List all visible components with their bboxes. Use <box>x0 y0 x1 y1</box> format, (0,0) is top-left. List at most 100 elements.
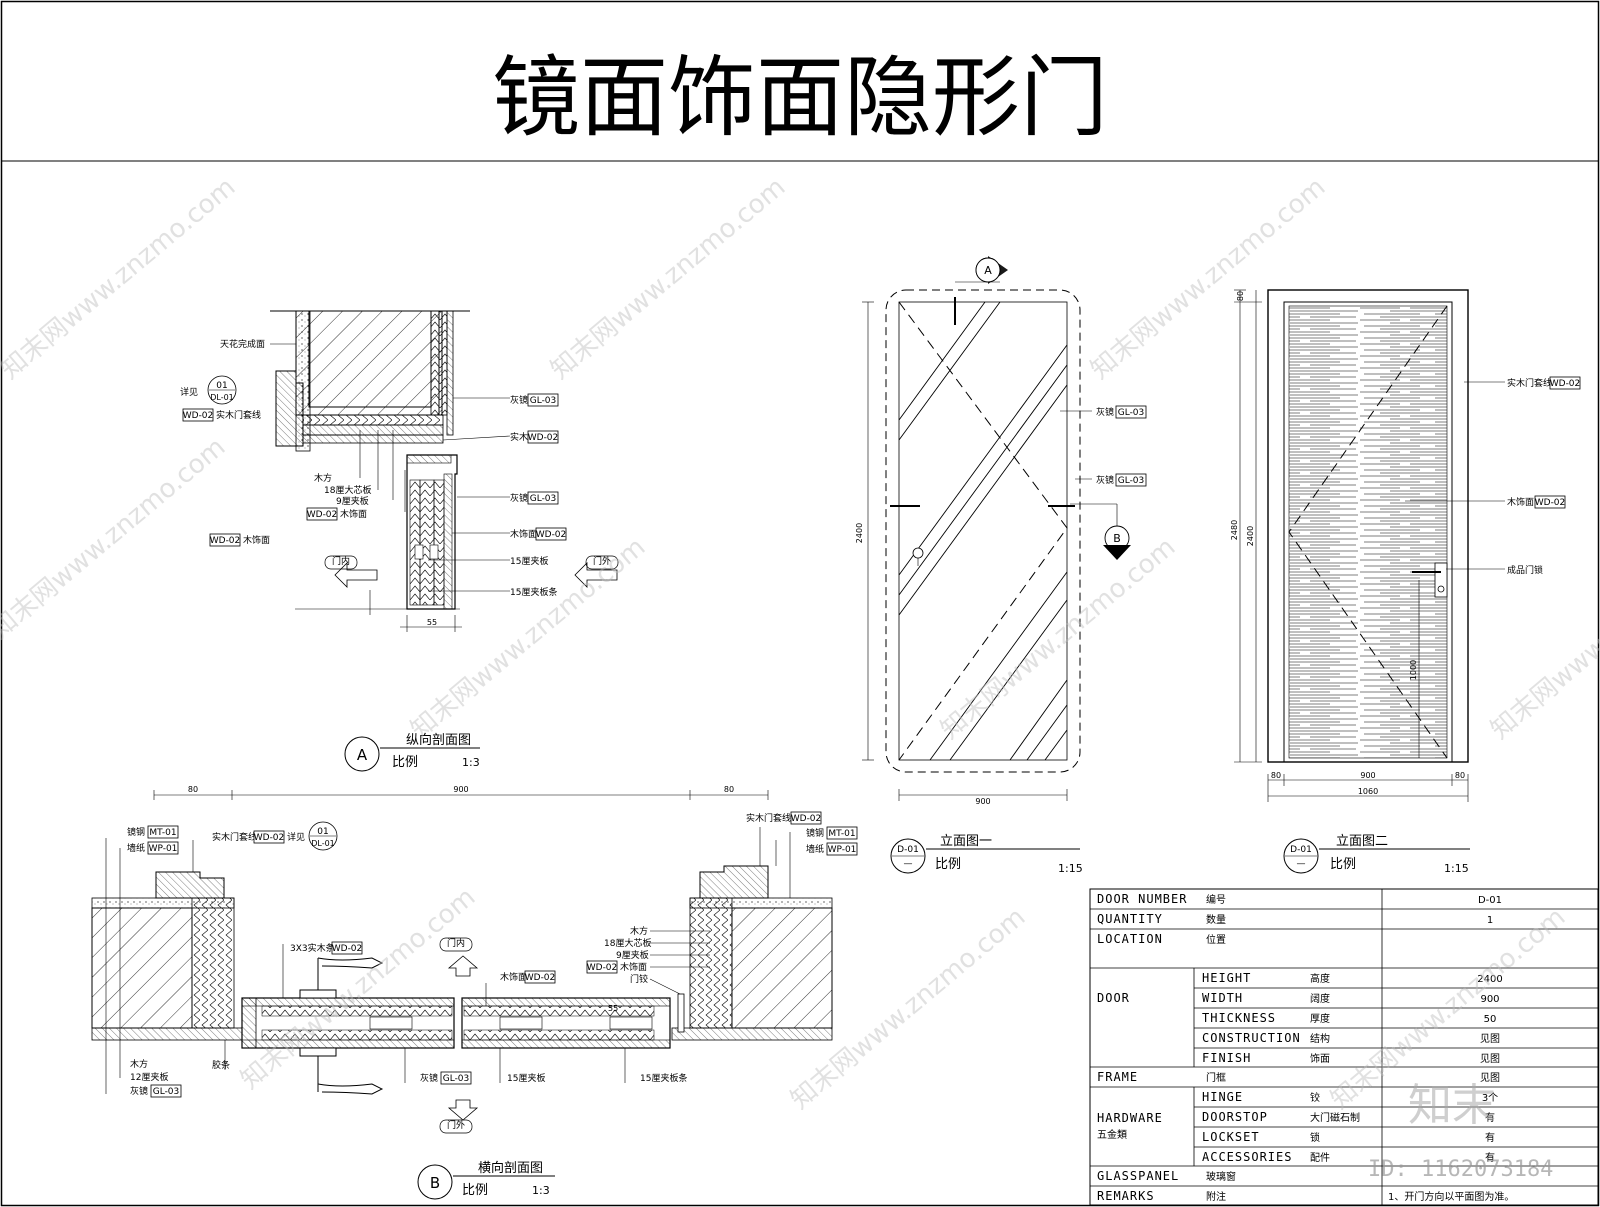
section-b-scale-label: 比例 <box>462 1183 488 1198</box>
sched-row-cn: 高度 <box>1310 972 1330 985</box>
b-detail-bottom: DL-01 <box>311 839 335 848</box>
sched-hw-cn: 配件 <box>1310 1152 1330 1164</box>
watermark-text: 知末网www.znzmo.com <box>935 532 1181 745</box>
label-b-hinge: 门铰 <box>630 973 648 985</box>
sched-row-val: 见图 <box>1480 1053 1500 1065</box>
label-solid-wood: 实木 <box>510 431 528 443</box>
section-a-drawing <box>270 310 618 632</box>
elevation-1-labels: A B 2400 900 灰镜 GL-03 灰镜 GL-03 <box>855 264 1147 806</box>
label-b-batten3-code: WD-02 <box>332 944 363 954</box>
elev1-mirror-code-2: GL-03 <box>1118 476 1145 486</box>
sched-hw-en: HINGE <box>1202 1090 1243 1104</box>
elev1-section-a: A <box>984 264 992 277</box>
elev2-scale: 1:15 <box>1444 862 1469 875</box>
elev2-dim-total-width: 1060 <box>1358 787 1378 796</box>
sched-hardware-rows: HINGE 铰 3个 DOORSTOP 大门磁石制 有 LOCKSET 锁 有 … <box>1202 1090 1498 1164</box>
label-b-glue: 胶条 <box>212 1059 230 1071</box>
elev1-code-bottom: — <box>904 859 913 869</box>
label-b-r-frame-code: WD-02 <box>791 814 822 824</box>
section-b-letter: B <box>430 1174 440 1192</box>
section-a-scale-label: 比例 <box>392 755 418 770</box>
label-b-wallpaper: 墙纸 <box>127 842 145 854</box>
elevation-2-labels: 80 2480 2400 1000 80 900 80 1060 实木门套线 W… <box>1230 291 1581 796</box>
sched-frame-en: FRAME <box>1097 1070 1138 1084</box>
sched-hardware-en: HARDWARE <box>1097 1111 1163 1125</box>
label-b-r-core18: 18厘大芯板 <box>604 937 651 949</box>
dim-b-middle: 900 <box>453 785 468 794</box>
label-b-r-steel: 镜钢 <box>806 827 824 839</box>
label-core18: 18厘大芯板 <box>324 484 371 496</box>
sched-remarks-cn: 附注 <box>1206 1190 1226 1203</box>
section-b-drawing <box>91 790 833 1121</box>
elev1-scale-label: 比例 <box>935 857 961 872</box>
label-b-r-veneer-code: WD-02 <box>587 963 618 973</box>
section-b-marker <box>417 1164 453 1200</box>
label-solid-wood-code: WD-02 <box>528 433 559 443</box>
elev2-label-veneer: 木饰面 <box>1507 496 1534 508</box>
section-a-letter: A <box>357 746 368 764</box>
label-b-steel: 镜钢 <box>127 826 145 838</box>
detail-ref-bottom: DL-01 <box>210 393 234 402</box>
sched-hw-val: 有 <box>1485 1111 1495 1124</box>
elev1-code-top: D-01 <box>897 845 919 855</box>
sched-door-number-cn: 编号 <box>1206 893 1226 906</box>
label-b-ply15-strip: 15厘夹板条 <box>640 1072 687 1084</box>
label-b-frame-code: WD-02 <box>254 833 285 843</box>
sched-frame-cn: 门框 <box>1206 1071 1226 1084</box>
section-a-scale: 1:3 <box>462 756 480 769</box>
label-mirror1-code: GL-03 <box>530 396 557 406</box>
sched-row-cn: 厚度 <box>1310 1012 1330 1025</box>
section-a-title: A 纵向剖面图 比例 1:3 <box>344 732 480 772</box>
label-veneer2-code: WD-02 <box>536 530 567 540</box>
sched-row-en: THICKNESS <box>1202 1011 1276 1025</box>
sched-door-number-val: D-01 <box>1478 895 1502 906</box>
watermark-text: 知末网www.znzmo.com <box>0 432 231 645</box>
label-b-r-wallpaper: 墙纸 <box>806 843 824 855</box>
sched-row-en: FINISH <box>1202 1051 1251 1065</box>
label-b-r-steel-code: MT-01 <box>828 829 855 839</box>
sched-row-en: WIDTH <box>1202 991 1243 1005</box>
sched-row-val: 900 <box>1480 994 1499 1005</box>
sched-glass-en: GLASSPANEL <box>1097 1169 1179 1183</box>
section-a-name: 纵向剖面图 <box>406 732 471 748</box>
watermark-text: 知末网www.znzmo.com <box>235 882 481 1095</box>
label-ply9: 9厘夹板 <box>336 495 369 507</box>
elev1-width-dim: 900 <box>975 797 990 806</box>
label-mirror1: 灰镜 <box>510 394 528 406</box>
elev2-dim-b2: 900 <box>1360 771 1375 780</box>
label-ceiling: 天花完成面 <box>220 338 265 350</box>
dim-b-right: 80 <box>724 785 734 794</box>
watermark-text: 知末网www.znzmo.com <box>0 172 241 385</box>
label-b-ply15: 15厘夹板 <box>507 1072 545 1084</box>
sched-quantity-val: 1 <box>1487 915 1493 926</box>
sched-hw-cn: 锁 <box>1310 1131 1320 1144</box>
label-b-mirror-code: GL-03 <box>443 1074 470 1084</box>
label-b-l-batten: 木方 <box>130 1058 148 1070</box>
watermark-text: 知末网www.znzmo.com <box>545 172 791 385</box>
elev1-name: 立面图一 <box>940 834 992 849</box>
label-left-veneer: 木饰面 <box>243 534 270 546</box>
elev2-handle-height: 1000 <box>1409 660 1418 680</box>
elev2-scale-label: 比例 <box>1330 857 1356 872</box>
label-mirror2-code: GL-03 <box>530 494 557 504</box>
elev1-mirror-label-2: 灰镜 <box>1096 474 1114 486</box>
sheet-title: 镜面饰面隐形门 <box>492 46 1108 149</box>
detail-ref-top: 01 <box>216 381 227 391</box>
dim-55: 55 <box>427 618 437 627</box>
sched-hw-en: LOCKSET <box>1202 1130 1260 1144</box>
sched-hw-en: ACCESSORIES <box>1202 1150 1292 1164</box>
section-b-scale: 1:3 <box>532 1184 550 1197</box>
dim-b-left: 80 <box>188 785 198 794</box>
section-b-name: 横向剖面图 <box>478 1160 543 1176</box>
label-left-code: WD-02 <box>210 536 241 546</box>
sched-door-rows: HEIGHT 高度 2400 WIDTH 阔度 900 THICKNESS 厚度… <box>1202 971 1503 1065</box>
sched-remarks-en: REMARKS <box>1097 1189 1155 1203</box>
sched-row-cn: 结构 <box>1310 1032 1330 1045</box>
elev2-dim-b3: 80 <box>1455 771 1465 780</box>
label-b-r-batten: 木方 <box>630 925 648 937</box>
label-b-r-frame: 实木门套线 <box>746 812 791 824</box>
watermark-id: ID: 1162073184 <box>1368 1157 1553 1182</box>
label-b-veneer-code: WD-02 <box>525 973 556 983</box>
sched-row-cn: 饰面 <box>1310 1052 1330 1065</box>
